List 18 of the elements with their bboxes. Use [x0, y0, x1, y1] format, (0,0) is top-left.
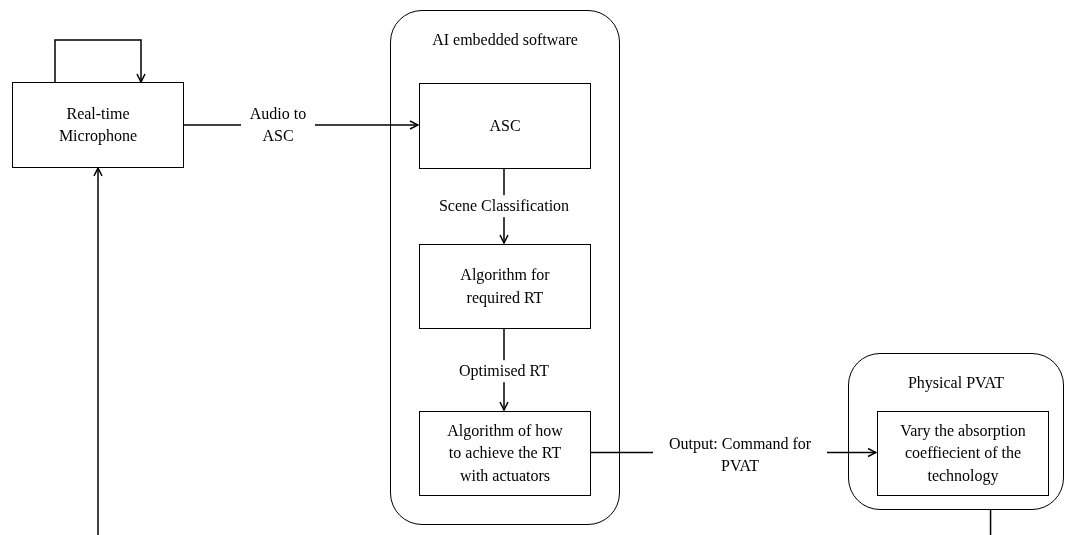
process-box [877, 411, 1049, 496]
node-text: Algorithm of how to achieve the RT with actuators [446, 420, 564, 486]
arrow [54, 39, 146, 83]
node-text: ASC [488, 115, 522, 136]
process-box [419, 411, 591, 496]
group-container [390, 10, 620, 525]
node-text: Algorithm for required RT [459, 265, 551, 309]
process-box [419, 83, 591, 169]
group-heading: Physical PVAT [906, 373, 1006, 394]
node-text: Real-time Microphone [57, 103, 139, 147]
group-container [848, 353, 1064, 510]
arrow [93, 167, 103, 535]
group-heading: AI embedded software [431, 30, 579, 50]
edge-label: Optimised RT [456, 360, 552, 382]
node-text: Vary the absorption coeffiecient of the technology [899, 420, 1027, 487]
process-box [419, 244, 591, 329]
connector-line [989, 509, 992, 535]
process-box [12, 82, 184, 168]
